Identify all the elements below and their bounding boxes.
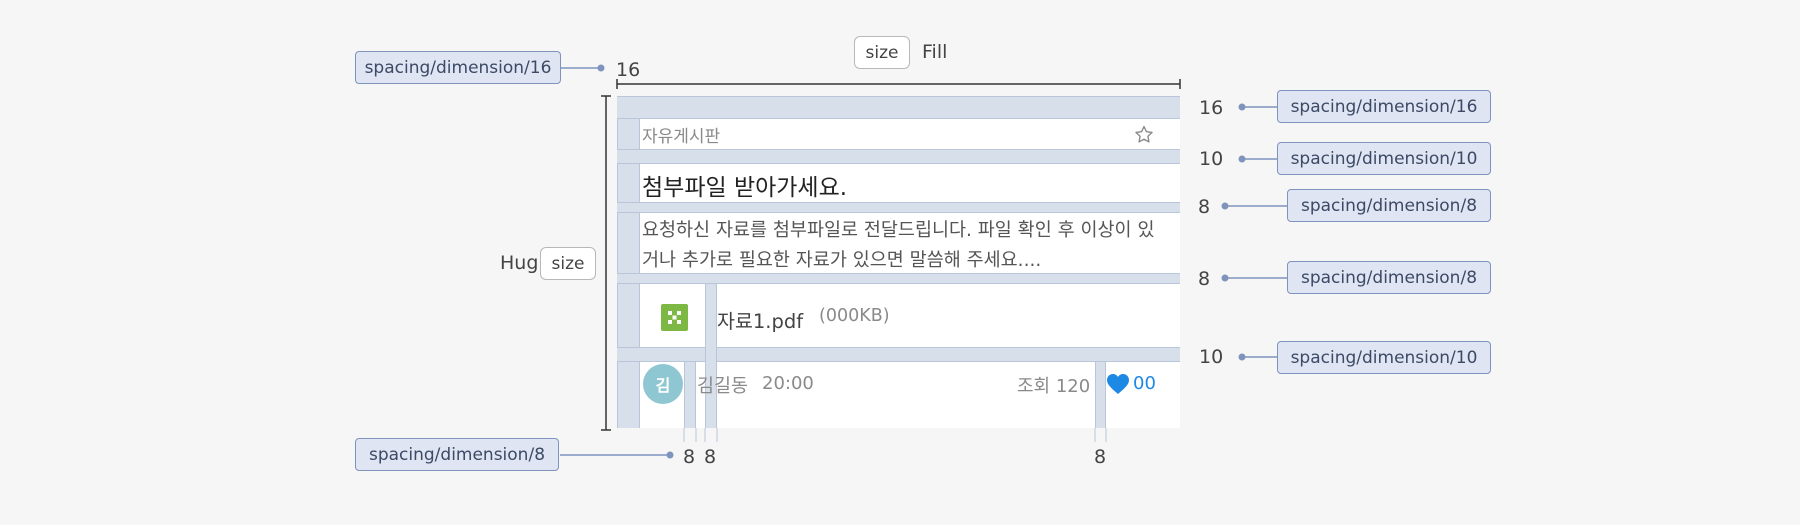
right-num-2: 10 <box>1199 148 1224 170</box>
right-num-4: 8 <box>1198 268 1211 290</box>
fill-label: Fill <box>922 41 948 63</box>
gap-10-overlay-2 <box>617 347 1180 362</box>
post-time: 20:00 <box>762 373 814 394</box>
attachment-name[interactable]: 자료1.pdf <box>717 310 804 333</box>
board-name: 자유게시판 <box>642 127 721 147</box>
spacing-tag-right-3: spacing/dimension/8 <box>1287 189 1491 222</box>
spacing-tag-right-5: spacing/dimension/10 <box>1277 341 1491 374</box>
like-count: 00 <box>1133 373 1156 394</box>
left-num: 16 <box>616 59 641 81</box>
right-num-5: 10 <box>1199 346 1224 368</box>
spacing-tag-right-1: spacing/dimension/16 <box>1277 90 1491 123</box>
gap-8-overlay-avatar <box>684 362 696 428</box>
star-icon[interactable] <box>1133 124 1155 146</box>
avatar: 김 <box>643 364 683 404</box>
bottom-num-2: 8 <box>704 446 717 468</box>
post-body: 요청하신 자료를 첨부파일로 전달드립니다. 파일 확인 후 이상이 있거나 추… <box>642 220 1155 271</box>
size-chip-fill: size <box>854 36 910 69</box>
gap-8-overlay-2 <box>617 273 1180 284</box>
author-name: 김길동 <box>697 376 749 397</box>
gap-10-overlay-1 <box>617 149 1180 164</box>
right-num-1: 16 <box>1199 97 1224 119</box>
right-num-3: 8 <box>1198 196 1211 218</box>
spacing-tag-bottom: spacing/dimension/8 <box>355 438 559 471</box>
view-count: 조회 120 <box>1017 376 1091 397</box>
gap-8-overlay-file <box>705 284 717 428</box>
size-chip-hug: size <box>540 247 596 280</box>
file-icon <box>661 304 688 331</box>
attachment-size: (000KB) <box>819 306 890 326</box>
spacing-tag-left: spacing/dimension/16 <box>355 51 561 84</box>
heart-icon[interactable] <box>1106 373 1130 395</box>
post-title[interactable]: 첨부파일 받아가세요. <box>642 175 848 201</box>
gap-8-overlay-views <box>1095 362 1106 428</box>
bottom-num-1: 8 <box>683 446 696 468</box>
spacing-tag-right-2: spacing/dimension/10 <box>1277 142 1491 175</box>
gap-8-overlay-1 <box>617 202 1180 213</box>
left-padding-overlay <box>617 96 640 428</box>
spacing-tag-right-4: spacing/dimension/8 <box>1287 261 1491 294</box>
top-padding-overlay <box>617 96 1180 119</box>
bottom-num-3: 8 <box>1094 446 1107 468</box>
hug-label: Hug <box>500 252 539 274</box>
